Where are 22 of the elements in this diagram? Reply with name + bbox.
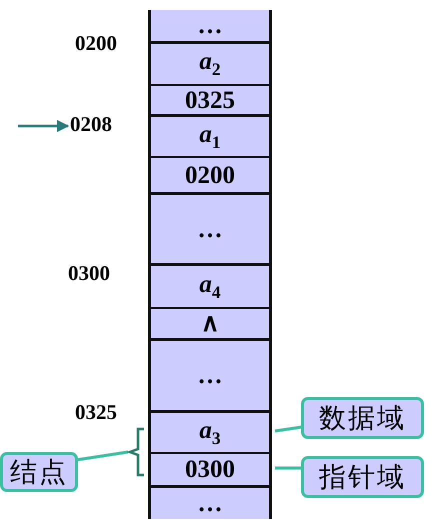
memory-cell: a$_{3}$ [151, 410, 269, 452]
address-label: 0208 [70, 114, 132, 138]
address-label: 0300 [68, 263, 110, 284]
memory-cell: a$_{1}$ [151, 114, 269, 156]
memory-cell: ∧ [151, 307, 269, 338]
memory-cell: a$_{2}$ [151, 41, 269, 84]
address-label: 0200 [75, 33, 117, 54]
memory-cell: 0325 [151, 84, 269, 114]
memory-column [148, 10, 272, 519]
memory-cell: a$_{4}$ [151, 263, 269, 307]
memory-cell: 0300 [151, 452, 269, 485]
arrow [18, 120, 70, 132]
memory-cell: … [151, 10, 269, 41]
memory-cell: … [151, 485, 269, 519]
address-label: 0325 [75, 402, 117, 423]
memory-cell: 0200 [151, 156, 269, 192]
memory-cell: … [151, 338, 269, 410]
memory-cell: … [151, 192, 269, 263]
curly-brace [126, 427, 146, 477]
callout-box: 结点 [0, 452, 78, 492]
callout-box: 数据域 [301, 397, 424, 439]
callout-box: 指针域 [301, 456, 424, 498]
